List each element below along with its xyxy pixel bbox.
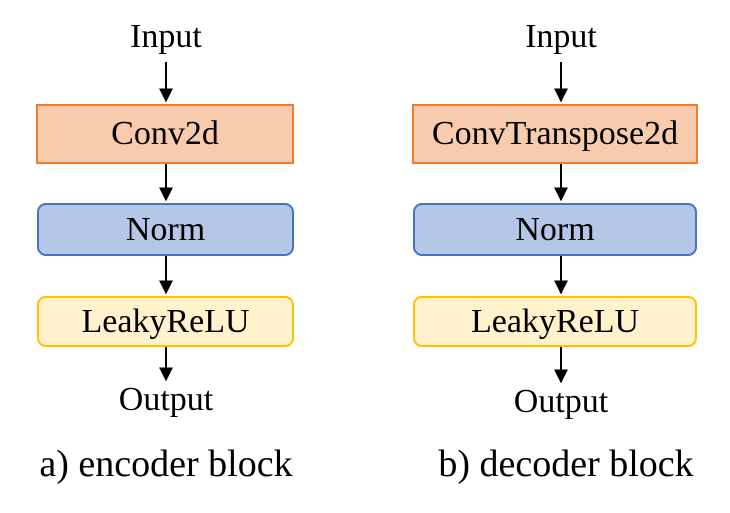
decoder-convtranspose2d-block: ConvTranspose2d	[412, 104, 698, 164]
encoder-caption: a) encoder block	[39, 443, 293, 485]
decoder-caption: b) decoder block	[438, 443, 694, 485]
decoder-leakyrelu-block: LeakyReLU	[413, 296, 697, 347]
encoder-output-label: Output	[118, 381, 214, 418]
decoder-input-label: Input	[525, 18, 597, 55]
decoder-output-label: Output	[513, 383, 609, 420]
encoder-conv2d-block: Conv2d	[36, 104, 294, 164]
decoder-norm-block: Norm	[413, 203, 697, 256]
encoder-leakyrelu-block: LeakyReLU	[37, 296, 294, 347]
encoder-input-label: Input	[130, 18, 202, 55]
encoder-norm-block: Norm	[37, 203, 294, 256]
